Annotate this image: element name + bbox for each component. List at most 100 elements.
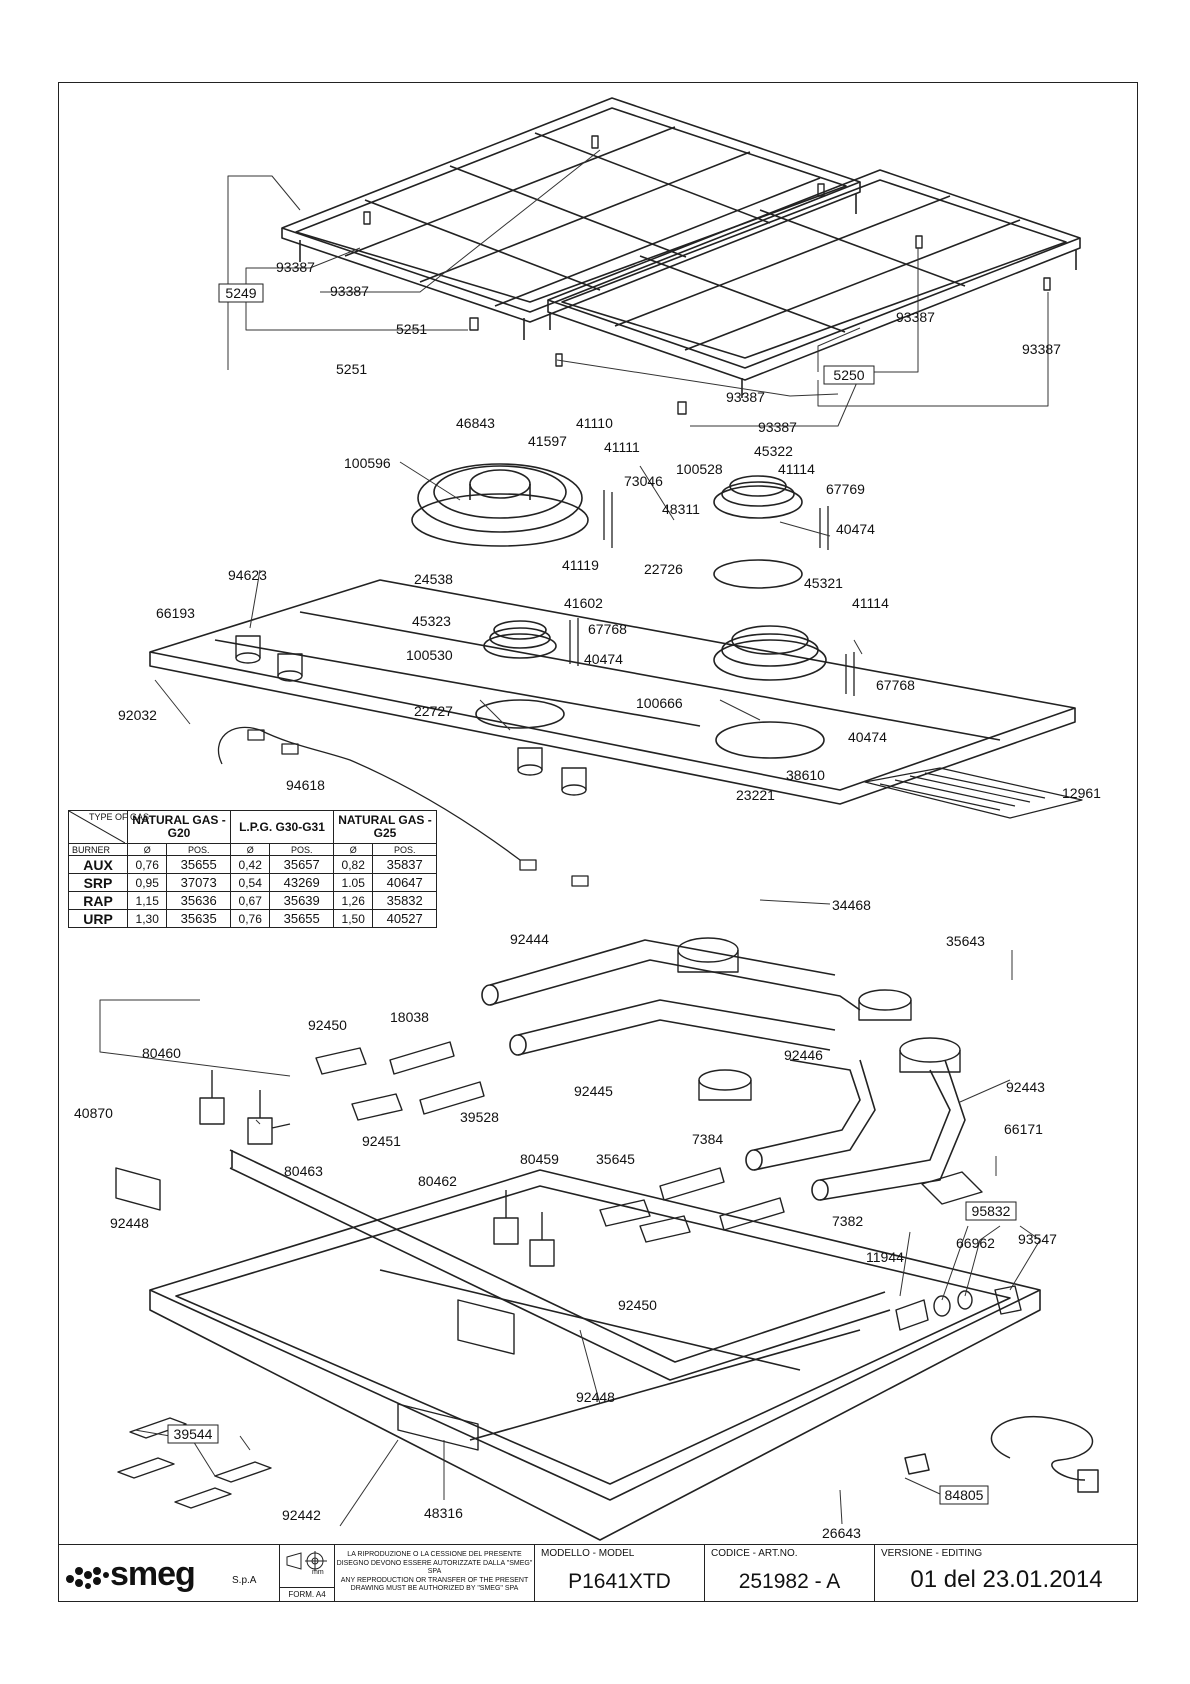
callout-45323: 45323 <box>412 613 451 629</box>
callout-67768-a: 67768 <box>588 621 627 637</box>
burner-medium-top-right <box>713 475 803 589</box>
table-cell: 37073 <box>166 873 231 892</box>
company-suffix: S.p.A <box>232 1575 257 1586</box>
base-tray <box>149 1169 1041 1541</box>
pos-header: POS. <box>372 843 437 856</box>
table-cell: 1,50 <box>332 909 374 928</box>
callout-93387-e: 93387 <box>726 389 765 405</box>
callout-41597: 41597 <box>528 433 567 449</box>
model-cell: MODELLO - MODEL P1641XTD <box>535 1545 705 1602</box>
callout-41119: 41119 <box>562 557 599 573</box>
table-cell: 35636 <box>166 891 231 910</box>
power-cable <box>904 1416 1099 1493</box>
table-cell: 0,42 <box>229 855 271 874</box>
callout-46843: 46843 <box>456 415 495 431</box>
callout-93387-c: 93387 <box>896 309 935 325</box>
notice-italian: LA RIPRODUZIONE O LA CESSIONE DEL PRESEN… <box>336 1551 533 1575</box>
callout-92448-b: 92448 <box>576 1389 615 1405</box>
grate-feet <box>363 135 1051 415</box>
gas-valves <box>199 1070 555 1267</box>
leader-lines <box>99 149 1049 1527</box>
callout-67768-b: 67768 <box>876 677 915 693</box>
callout-41114-b: 41114 <box>852 595 889 611</box>
callout-100596: 100596 <box>344 455 391 471</box>
table-row: RAP 1,15 35636 0,67 35639 1,26 35832 <box>68 891 437 910</box>
table-cell: 35837 <box>372 855 437 874</box>
article-code: 251982 - A <box>738 1570 841 1593</box>
projection-symbol-icon <box>286 1551 327 1571</box>
callout-41114-a: 41114 <box>778 461 815 477</box>
burner-name: URP <box>68 909 128 928</box>
table-cell: 1,30 <box>126 909 168 928</box>
callout-41602: 41602 <box>564 595 603 611</box>
injector-holders <box>315 1041 785 1243</box>
callout-34468: 34468 <box>832 897 871 913</box>
corner-burner: BURNER <box>68 843 128 856</box>
gas-pipes <box>229 939 966 1381</box>
table-row: SRP 0,95 37073 0,54 43269 1.05 40647 <box>68 873 437 892</box>
callout-24538: 24538 <box>414 571 453 587</box>
gas-inlet-parts <box>115 1167 1022 1331</box>
burner-large-left <box>411 463 589 547</box>
table-cell: 0,95 <box>126 873 168 892</box>
grate-left <box>281 97 861 340</box>
corner-gas-type: TYPE OF GAS <box>89 812 150 822</box>
table-cell: 35832 <box>372 891 437 910</box>
callout-92450-b: 92450 <box>618 1297 657 1313</box>
callout-94618: 94618 <box>286 777 325 793</box>
version-caption: VERSIONE - EDITING <box>881 1548 983 1559</box>
callout-92442: 92442 <box>282 1507 321 1523</box>
callout-66171: 66171 <box>1004 1121 1043 1137</box>
callout-7384: 7384 <box>692 1131 723 1147</box>
ignition-harness <box>217 726 589 887</box>
callout-66193: 66193 <box>156 605 195 621</box>
callout-92444: 92444 <box>510 931 549 947</box>
version-date: 01 del 23.01.2014 <box>910 1566 1103 1593</box>
burner-small-left <box>475 620 565 729</box>
callout-39544: 39544 <box>174 1426 213 1442</box>
callout-38610: 38610 <box>786 767 825 783</box>
callout-23221: 23221 <box>736 787 775 803</box>
table-cell: 35655 <box>269 909 334 928</box>
callout-48311: 48311 <box>662 501 700 517</box>
callout-7382: 7382 <box>832 1213 863 1229</box>
table-cell: 43269 <box>269 873 334 892</box>
callout-40870: 40870 <box>74 1105 113 1121</box>
seal-strip <box>864 767 1083 819</box>
notice-cell: LA RIPRODUZIONE O LA CESSIONE DEL PRESEN… <box>335 1545 535 1602</box>
callout-67769: 67769 <box>826 481 865 497</box>
table-cell: 35655 <box>166 855 231 874</box>
callout-40474-a: 40474 <box>836 521 875 537</box>
callout-94623: 94623 <box>228 567 267 583</box>
callout-35645: 35645 <box>596 1151 635 1167</box>
callout-48316: 48316 <box>424 1505 463 1521</box>
callout-100528: 100528 <box>676 461 723 477</box>
callout-45322: 45322 <box>754 443 793 459</box>
version-cell: VERSIONE - EDITING 01 del 23.01.2014 <box>875 1545 1138 1602</box>
table-cell: 1,15 <box>126 891 168 910</box>
callout-5250: 5250 <box>833 367 864 383</box>
table-cell: 35635 <box>166 909 231 928</box>
drawing-frame <box>58 82 1138 1602</box>
burner-name: AUX <box>68 855 128 874</box>
table-cell: 40647 <box>372 873 437 892</box>
callout-18038: 18038 <box>390 1009 429 1025</box>
pos-header: POS. <box>166 843 231 856</box>
callout-92450-a: 92450 <box>308 1017 347 1033</box>
tray-fixing-brackets <box>117 1417 272 1509</box>
callout-92443: 92443 <box>1006 1079 1045 1095</box>
callout-92032: 92032 <box>118 707 157 723</box>
table-cell: 35639 <box>269 891 334 910</box>
table-cell: 0,76 <box>126 855 168 874</box>
table-cell: 35657 <box>269 855 334 874</box>
table-cell: 0,67 <box>229 891 271 910</box>
code-caption: CODICE - ART.NO. <box>711 1548 798 1559</box>
callout-35643: 35643 <box>946 933 985 949</box>
table-cell: 1,26 <box>332 891 374 910</box>
burner-name: RAP <box>68 891 128 910</box>
electrodes <box>569 490 855 696</box>
callout-73046: 73046 <box>624 473 663 489</box>
dia-header: Ø <box>332 843 374 856</box>
code-cell: CODICE - ART.NO. 251982 - A <box>705 1545 875 1602</box>
callout-84805: 84805 <box>945 1487 984 1503</box>
